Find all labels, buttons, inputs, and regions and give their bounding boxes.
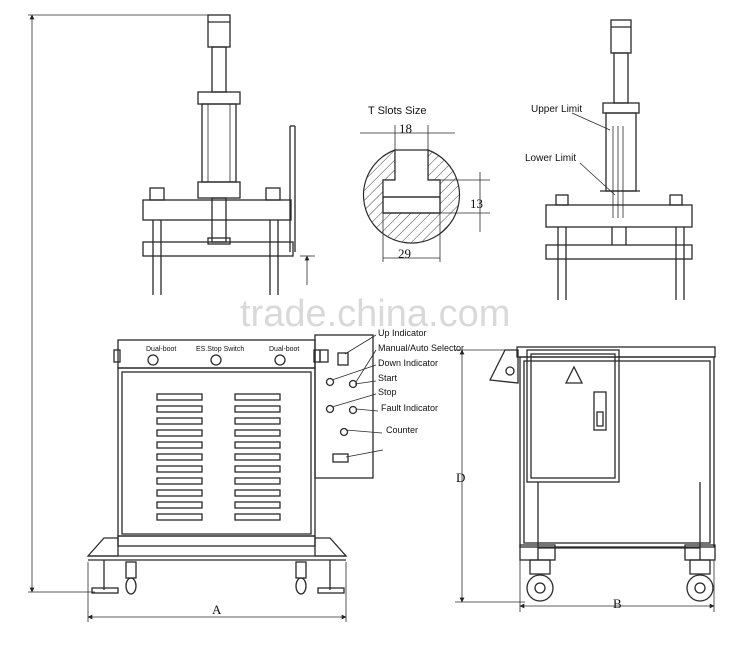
warning-icon	[564, 365, 584, 384]
watermark-text: trade.china.com	[240, 293, 510, 335]
vent-slots	[156, 393, 281, 521]
top-plate	[142, 199, 292, 221]
casters-front	[91, 560, 345, 595]
control-panel: Up Indicator Manual/Auto Selector Down I…	[314, 328, 464, 479]
counter-display	[332, 453, 349, 463]
control-bar	[117, 339, 316, 369]
cabinet-body	[117, 367, 316, 537]
dual-boot-left-button	[147, 354, 159, 366]
control-panel-box	[314, 334, 374, 479]
es-stop-button	[210, 354, 222, 366]
manual-auto-selector-label: Manual/Auto Selector	[378, 343, 464, 353]
cylinder-body	[201, 103, 237, 183]
stop-label: Stop	[378, 387, 397, 397]
t-slots-detail: T Slots Size 18 13 29	[360, 105, 490, 262]
counter-label: Counter	[386, 425, 418, 435]
width-b-label: B	[613, 596, 622, 611]
slot-depth: 13	[470, 196, 483, 211]
moving-plate	[142, 241, 294, 257]
side-cabinet	[519, 356, 715, 548]
side-cylinder-motor	[610, 19, 632, 54]
lower-limit-label: Lower Limit	[525, 153, 576, 164]
dual-boot-right-label: Dual-boot	[269, 346, 299, 353]
side-top-plate	[545, 204, 693, 228]
height-d-label: D	[456, 470, 465, 485]
slot-top-width: 18	[399, 121, 412, 136]
casters-side	[526, 559, 714, 602]
side-cylinder-body	[605, 112, 637, 192]
up-indicator-label: Up Indicator	[378, 328, 427, 338]
width-a-label: A	[212, 602, 222, 617]
cabinet-handle	[593, 391, 607, 431]
side-moving-plate	[545, 244, 693, 260]
slot-bottom-width: 29	[398, 246, 411, 261]
dual-boot-right-button	[274, 354, 286, 366]
es-stop-switch-label: ES.Stop Switch	[196, 346, 244, 353]
side-bracket	[488, 349, 519, 384]
t-slots-title: T Slots Size	[368, 105, 427, 117]
cylinder-motor	[207, 14, 231, 48]
upper-limit-label: Upper Limit	[531, 104, 582, 115]
electrical-box	[526, 349, 620, 483]
side-view: Upper Limit Lower Limit D	[455, 19, 716, 612]
fault-indicator-label: Fault Indicator	[381, 403, 438, 413]
start-label: Start	[378, 373, 398, 383]
front-view: Dual-boot ES.Stop Switch Dual-boot	[28, 14, 348, 622]
dual-boot-left-label: Dual-boot	[146, 346, 176, 353]
piston-rod	[211, 46, 227, 93]
down-indicator-label: Down Indicator	[378, 358, 438, 368]
